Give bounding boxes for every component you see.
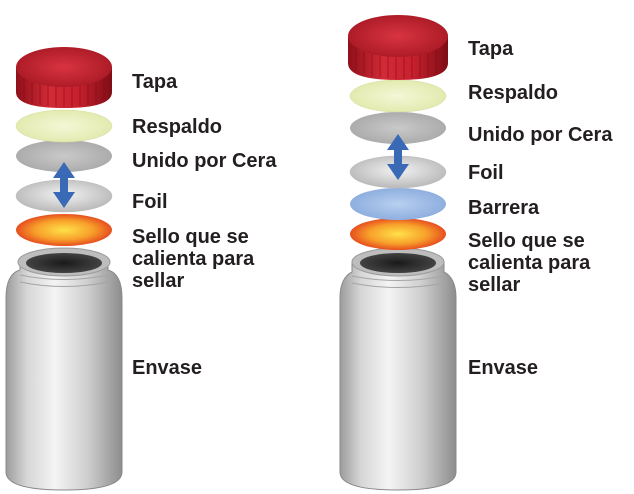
right-label-barrier: Barrera [468, 197, 540, 219]
right-barrier-layer [350, 188, 446, 220]
right-label-heat-seal: Sello que se calienta para sellar [468, 230, 591, 296]
right-label-cap: Tapa [468, 38, 514, 60]
left-wax-layer [16, 140, 112, 172]
left-label-backing: Respaldo [132, 116, 223, 138]
right-label-container: Envase [468, 357, 539, 379]
left-cap [16, 47, 112, 108]
right-backing-layer [349, 79, 447, 113]
right-diagram [339, 15, 457, 491]
left-label-heat-seal: Sello que se calienta para sellar [132, 226, 255, 292]
left-label-container: Envase [132, 357, 203, 379]
left-heat-seal-layer [16, 214, 112, 246]
left-diagram [5, 47, 123, 491]
right-label-foil: Foil [468, 162, 504, 184]
right-cap [348, 15, 448, 80]
right-label-wax: Unido por Cera [468, 124, 613, 146]
right-container [339, 247, 457, 491]
double-arrow-vertical-icon [53, 162, 75, 208]
left-label-wax: Unido por Cera [132, 150, 277, 172]
left-label-cap: Tapa [132, 71, 178, 93]
left-backing-layer [15, 109, 113, 143]
right-wax-layer [350, 112, 446, 144]
right-heat-seal-layer [350, 218, 446, 250]
left-label-foil: Foil [132, 191, 168, 213]
right-label-backing: Respaldo [468, 82, 559, 104]
double-arrow-vertical-icon [387, 134, 409, 180]
left-container [5, 247, 123, 491]
